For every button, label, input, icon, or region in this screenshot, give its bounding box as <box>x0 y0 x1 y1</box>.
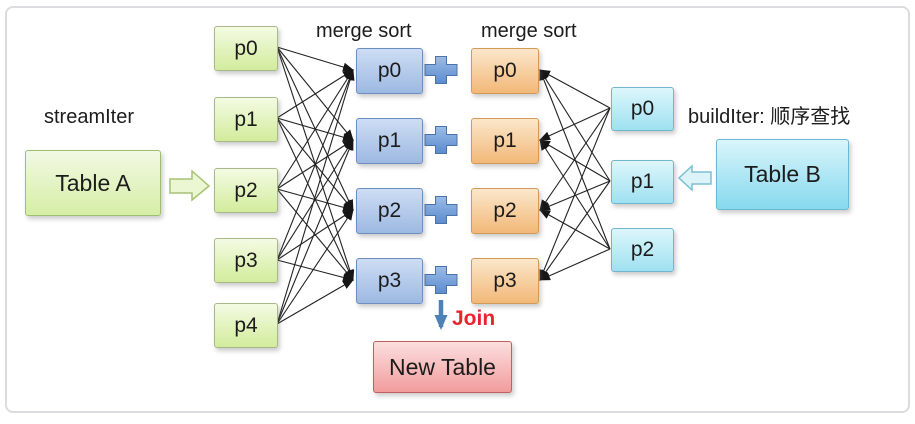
merge-right-partition-p0: p0 <box>471 48 539 94</box>
plus-icon <box>424 266 458 294</box>
table-a-box: Table A <box>25 150 161 216</box>
stream-partition-p2: p2 <box>214 168 278 213</box>
merge-left-partition-p0: p0 <box>356 48 423 94</box>
plus-icon <box>424 196 458 224</box>
merge-left-partition-p3: p3 <box>356 258 423 304</box>
merge-left-partition-p2: p2 <box>356 188 423 234</box>
merge-sort-left-label: merge sort <box>316 20 412 42</box>
merge-sort-right-label: merge sort <box>481 20 577 42</box>
stream-partition-p3: p3 <box>214 238 278 283</box>
table-b-arrow-icon <box>677 164 712 192</box>
stream-partition-p1: p1 <box>214 97 278 142</box>
stream-iter-label: streamIter <box>44 106 135 128</box>
build-partition-p2: p2 <box>611 228 674 272</box>
stream-partition-p0: p0 <box>214 26 278 71</box>
table-b-box: Table B <box>716 139 849 210</box>
table-a-arrow-icon <box>169 169 211 202</box>
plus-icon <box>424 126 458 154</box>
merge-right-partition-p2: p2 <box>471 188 539 234</box>
build-partition-p0: p0 <box>611 87 674 131</box>
merge-right-partition-p3: p3 <box>471 258 539 304</box>
partition-connector-lines <box>276 46 611 325</box>
build-iter-label: buildIter: 顺序查找 <box>688 106 851 128</box>
build-partition-p1: p1 <box>611 160 674 204</box>
join-label: Join <box>452 307 496 330</box>
diagram-frame <box>5 6 910 413</box>
stream-partition-p4: p4 <box>214 303 278 348</box>
plus-icon <box>424 56 458 84</box>
merge-right-partition-p1: p1 <box>471 118 539 164</box>
new-table-box: New Table <box>373 341 512 393</box>
merge-plus-icons <box>424 56 458 294</box>
merge-left-partition-p1: p1 <box>356 118 423 164</box>
